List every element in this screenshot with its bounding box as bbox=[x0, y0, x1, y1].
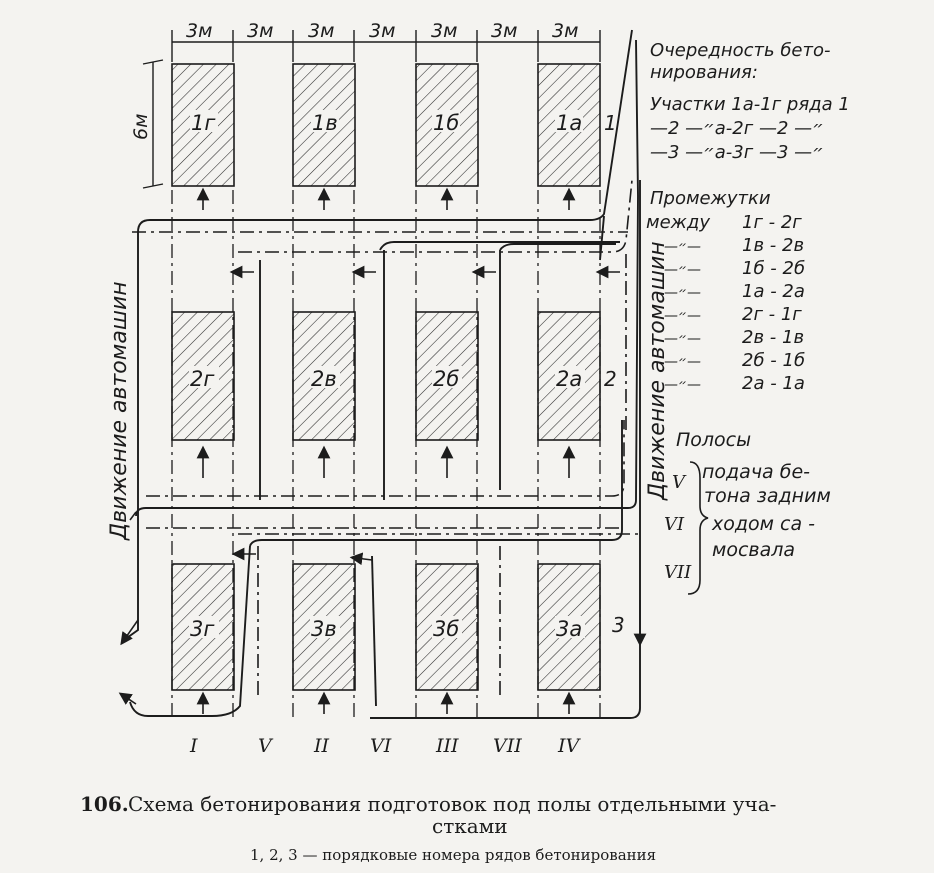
legend-plots-line: —״— 2а-2г —״— 2 bbox=[650, 118, 824, 139]
legend-gaps-title: между bbox=[646, 212, 710, 233]
plot-labels: 1г 1в 1б 1а 2г 2в 2б 2а 3г 3в 3б 3а bbox=[189, 110, 585, 641]
legend-strip-text: подача бе- bbox=[702, 461, 810, 483]
plot-label: 1г bbox=[191, 111, 216, 135]
strip-grid-lines bbox=[171, 190, 601, 718]
legend-gaps: Промежутки между 1г - 2г 1в - 2в 1б - 2б… bbox=[646, 188, 805, 394]
legend-plots-line: —״— 3а-3г —״— 3 bbox=[650, 142, 824, 163]
plot-label: 3г bbox=[190, 617, 215, 641]
strip-label: VI bbox=[370, 735, 392, 757]
dim-label: 3м bbox=[247, 20, 273, 42]
bottom-strip-labels: I V II VI III VII IV bbox=[189, 735, 582, 757]
legend-strip-text: тона задним bbox=[704, 485, 831, 507]
strip-label: IV bbox=[557, 735, 582, 757]
plot-label: 2а bbox=[556, 367, 582, 391]
legend-strips-title: Полосы bbox=[676, 429, 751, 451]
caption-number: 106. bbox=[80, 792, 129, 816]
legend-ditto: —״— bbox=[664, 331, 701, 347]
legend-order-title: нирования: bbox=[650, 62, 758, 83]
row-number: 1 bbox=[604, 111, 617, 135]
legend-strip-roman: V bbox=[672, 472, 687, 493]
legend-strip-text: мосвала bbox=[712, 539, 795, 561]
top-dimension-labels: 3м 3м 3м 3м 3м 3м 3м bbox=[186, 20, 578, 42]
legend-plots-line: Участки 1а-1г ряда 1 bbox=[650, 94, 850, 115]
caption-line2: стками bbox=[432, 814, 508, 838]
legend-gap-pair: 2б - 1б bbox=[742, 350, 805, 371]
legend-ditto: —״— bbox=[664, 239, 701, 255]
legend-ditto: —״— bbox=[664, 308, 701, 324]
legend-gap-pair: 1а - 2а bbox=[742, 281, 805, 302]
row-1-plots bbox=[171, 63, 601, 187]
side-dimension bbox=[142, 59, 164, 189]
legend-ditto: —״— bbox=[664, 377, 701, 393]
legend-strip-text: ходом са - bbox=[711, 513, 815, 535]
plot-label: 2г bbox=[190, 367, 215, 391]
caption-line3: 1, 2, 3 — порядковые номера рядов бетони… bbox=[250, 846, 656, 864]
plot-label: 3а bbox=[556, 617, 582, 641]
legend-order: Очередность бето- нирования: Участки 1а-… bbox=[650, 40, 850, 163]
strip-label: III bbox=[435, 735, 459, 757]
legend-brace bbox=[687, 461, 709, 595]
legend-gap-pair: 2а - 1а bbox=[742, 373, 805, 394]
side-movement-label: Движение автомашин bbox=[107, 281, 132, 541]
legend-gap-pair: 2г - 1г bbox=[742, 304, 802, 325]
strip-label: I bbox=[189, 735, 198, 757]
plot-label: 1в bbox=[312, 111, 338, 135]
dim-label: 3м bbox=[369, 20, 395, 42]
legend-gap-pair: 1в - 2в bbox=[742, 235, 804, 256]
row-3-plots bbox=[171, 563, 601, 691]
vehicle-route-dashdot bbox=[132, 179, 640, 700]
legend-strip-roman: VII bbox=[664, 562, 692, 583]
legend-gap-pair: 1б - 2б bbox=[742, 258, 805, 279]
dim-label: 3м bbox=[431, 20, 457, 42]
plot-label: 2б bbox=[433, 367, 459, 391]
dim-label: 3м bbox=[552, 20, 578, 42]
strip-label: II bbox=[313, 735, 330, 757]
plot-label: 3в bbox=[311, 617, 337, 641]
row-number: 2 bbox=[604, 367, 617, 391]
strip-label: VII bbox=[493, 735, 522, 757]
legend-gap-pair: 1г - 2г bbox=[742, 212, 802, 233]
dim-label: 3м bbox=[186, 20, 212, 42]
plot-label: 3б bbox=[433, 617, 459, 641]
figure-caption: 106. Схема бетонирования подготовок под … bbox=[80, 792, 776, 864]
up-arrows bbox=[196, 187, 576, 714]
route-arrowheads bbox=[118, 265, 647, 705]
legend-ditto: —״— bbox=[664, 354, 701, 370]
side-movement-label-right: Движение автомашин bbox=[645, 241, 670, 501]
side-dimension-label: 6м bbox=[130, 114, 152, 140]
legend-order-title: Очередность бето- bbox=[650, 40, 830, 61]
row-2-plots bbox=[171, 311, 601, 441]
plot-label: 1а bbox=[556, 111, 582, 135]
legend-ditto: —״— bbox=[664, 285, 701, 301]
top-dimension-chain bbox=[171, 30, 601, 62]
strip-label: V bbox=[258, 735, 274, 757]
dim-label: 3м bbox=[491, 20, 517, 42]
legend-strips: Полосы V VI VII подача бе- тона задним х… bbox=[664, 429, 831, 595]
legend-strip-roman: VI bbox=[664, 514, 685, 535]
plot-label: 1б bbox=[433, 111, 459, 135]
dim-label: 3м bbox=[308, 20, 334, 42]
legend-ditto: —״— bbox=[664, 262, 701, 278]
legend-gaps-title: Промежутки bbox=[650, 188, 771, 209]
row-number: 3 bbox=[612, 613, 625, 637]
row-numbers: 1 2 3 bbox=[604, 111, 625, 637]
caption-line1: Схема бетонирования подготовок под полы … bbox=[128, 792, 776, 816]
plot-label: 2в bbox=[311, 367, 337, 391]
legend-gap-pair: 2в - 1в bbox=[742, 327, 804, 348]
